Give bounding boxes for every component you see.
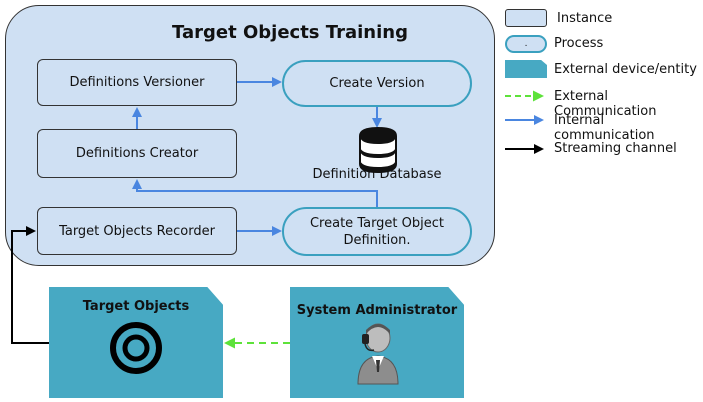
administrator-icon [357,323,399,385]
create-version-process[interactable]: Create Version [282,60,472,107]
target-objects-recorder-box[interactable]: Target Objects Recorder [37,207,237,255]
legend-external-comm-label: External Communication [554,89,657,119]
database-label: Definition Database [312,167,442,182]
legend-external-label: External device/entity [554,62,697,77]
legend-instance-label: Instance [557,11,613,26]
legend-process-label: Process [554,36,604,51]
legend-internal-comm-label: Internal communication [554,113,655,143]
target-objects-recorder-label: Target Objects Recorder [59,223,215,239]
legend-process-dot: . [524,38,528,49]
create-definition-label: Create Target Object Definition. [309,215,445,248]
definitions-creator-label: Definitions Creator [75,146,199,161]
target-icon [110,322,162,374]
definitions-creator-box[interactable]: Definitions Creator [37,129,237,178]
diagram-title: Target Objects Training [172,22,408,43]
target-objects-label: Target Objects [82,299,190,314]
arrow-streaming-target-to-recorder [11,226,49,344]
definitions-versioner-label: Definitions Versioner [69,75,205,90]
system-admin-label: System Administrator [296,303,458,318]
create-definition-process[interactable]: Create Target Object Definition. [282,207,472,256]
target-objects-entity[interactable]: Target Objects [49,287,223,398]
legend-process-swatch: . [505,35,547,53]
arrow-create-definition-to-creator [132,179,378,207]
create-version-label: Create Version [329,76,425,91]
definitions-versioner-box[interactable]: Definitions Versioner [37,59,237,106]
database-icon [359,126,397,174]
legend-streaming-label: Streaming channel [554,141,677,156]
legend-instance-swatch [505,9,547,27]
legend-external-swatch [505,60,547,78]
